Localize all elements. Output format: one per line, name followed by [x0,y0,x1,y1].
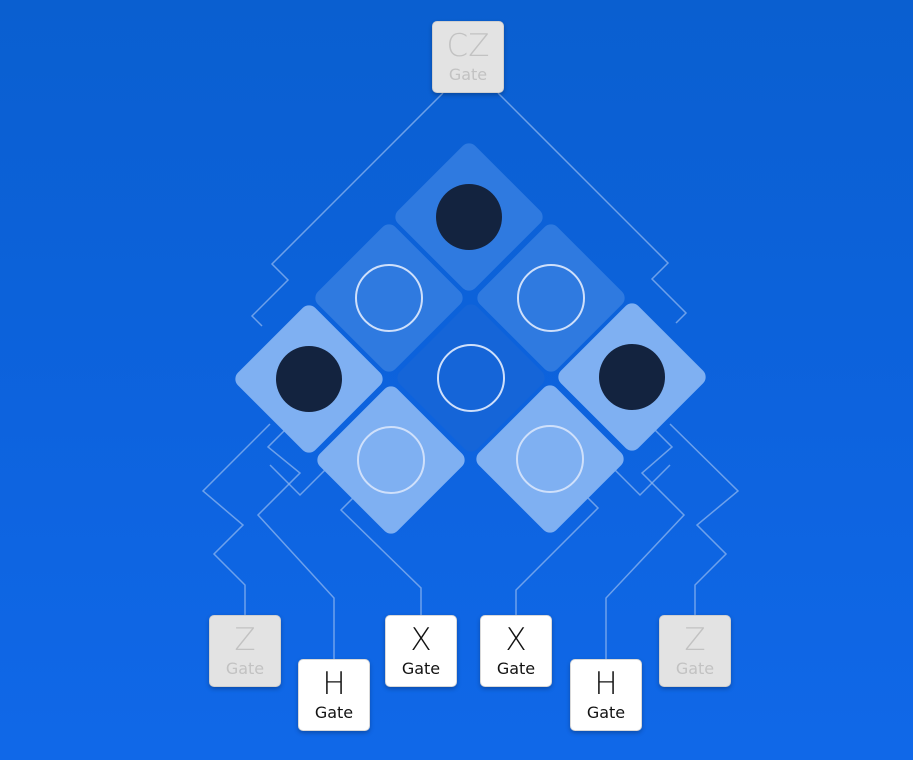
tile-top-filled-dot [436,184,502,250]
tile-lower-right-ring [516,425,584,493]
cz-right-wire [497,92,688,324]
gate-symbol: Z [684,622,706,658]
gate-symbol: X [410,622,432,658]
tile-right [558,303,706,451]
tile-left-filled-dot [276,346,342,412]
tile-lower-left [317,386,465,534]
tile-upper-left-diamond [315,224,463,372]
gate-symbol: Z [234,622,256,658]
tile-center-diamond [397,304,545,452]
tile-upper-left [315,224,463,372]
z-left-wire [201,423,271,615]
gate-symbol: X [505,622,527,658]
tile-upper-right [477,224,625,372]
tile-left [235,305,383,453]
right-bracket-wire [609,464,671,497]
gate-label: Gate [225,659,265,678]
gate-symbol: H [322,666,346,702]
gate-label: Gate [586,703,626,722]
gate-label: Gate [675,659,715,678]
tile-center [397,304,545,452]
h-left-wire [256,424,335,659]
tile-lower-left-diamond [317,386,465,534]
gate-wires [201,92,740,659]
qubit-tiles [235,143,706,534]
tile-lower-left-ring [357,426,425,494]
gate-label: Gate [401,659,441,678]
tile-top [395,143,543,291]
gate-label: Gate [314,703,354,722]
z-right-wire [669,423,740,615]
tile-lower-right-diamond [476,385,624,533]
gate-symbol: CZ [446,28,490,64]
tile-upper-right-diamond [477,224,625,372]
left-bracket-wire [269,464,331,497]
tile-upper-right-ring [517,264,585,332]
tile-center-ring [437,344,505,412]
tile-lower-right [476,385,624,533]
tile-upper-left-ring [355,264,423,332]
tile-right-filled-dot [599,344,665,410]
cz-left-wire [250,92,444,327]
gate-label: Gate [448,65,488,84]
gate-symbol: H [594,666,618,702]
h-right-wire [605,424,686,659]
gate-label: Gate [496,659,536,678]
